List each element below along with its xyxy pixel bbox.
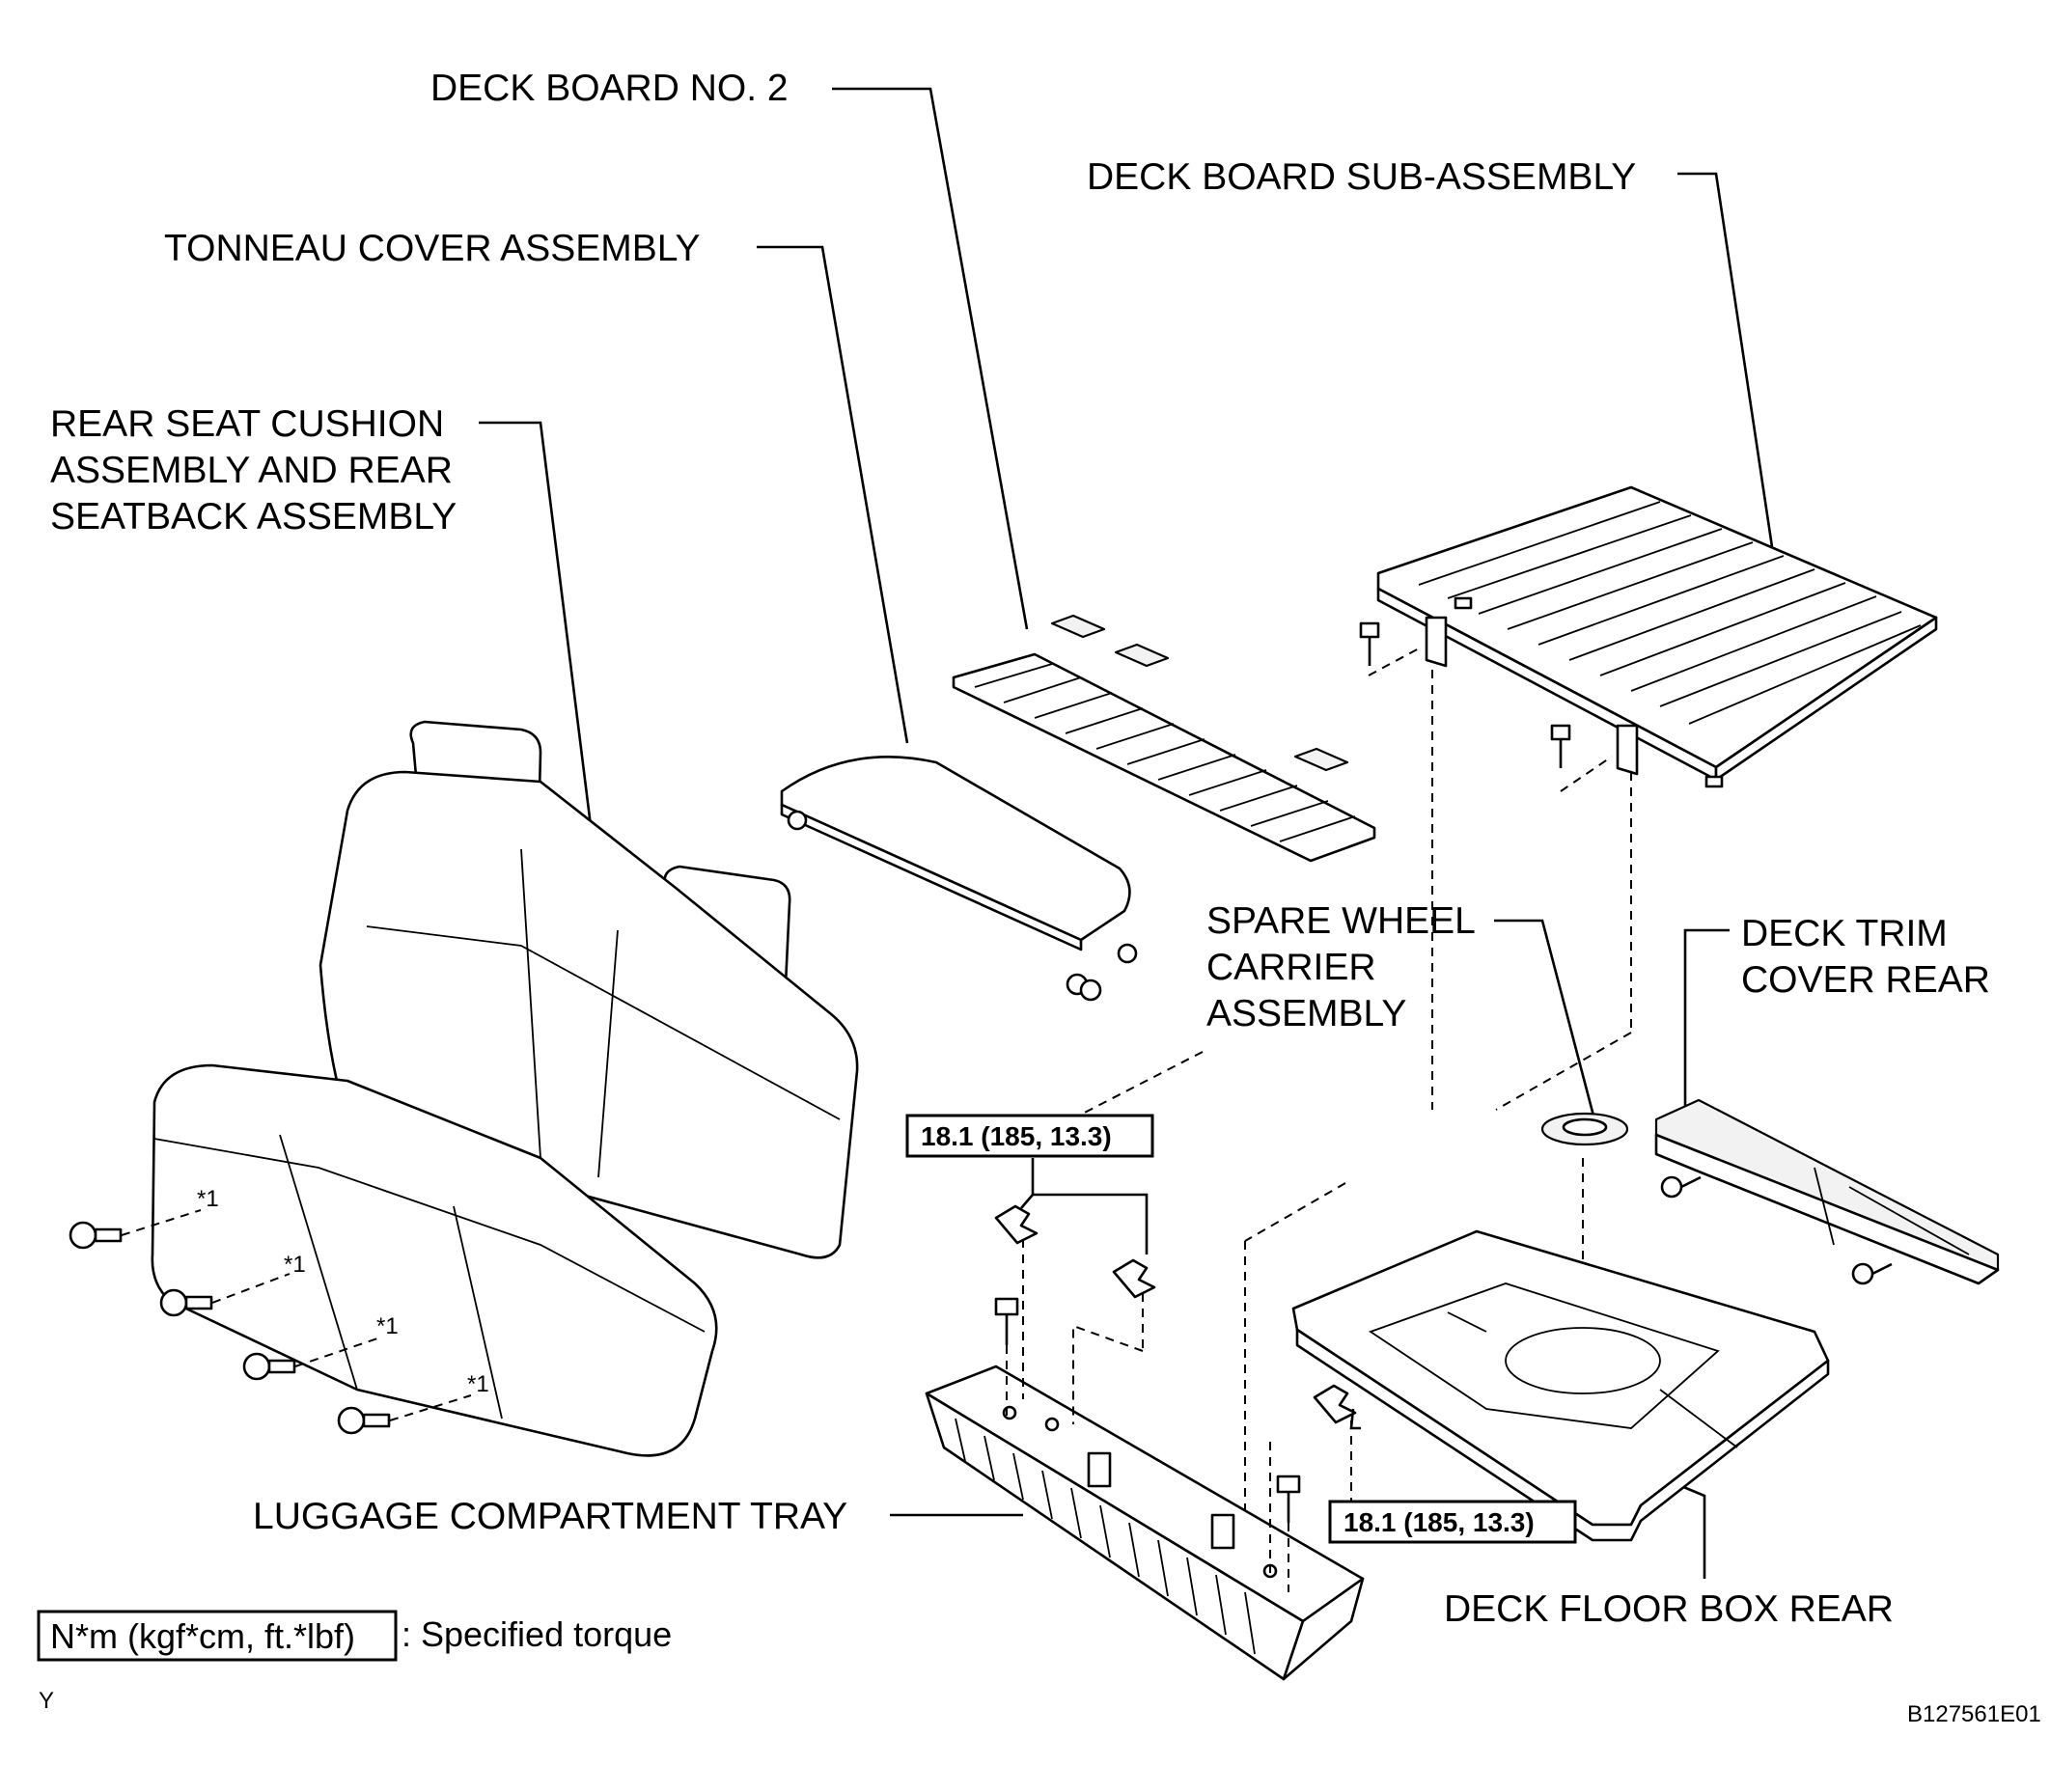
label-spare-wheel-line2: CARRIER — [1206, 947, 1376, 988]
bolt-icon — [1660, 1175, 1702, 1199]
deck-floor-box-rear — [1291, 1229, 1830, 1542]
deck-trim-cover-rear — [1654, 1098, 2000, 1285]
clip-mark: *1 — [376, 1313, 399, 1339]
seat-bolts — [69, 1209, 472, 1435]
label-spare-wheel-line3: ASSEMBLY — [1206, 993, 1406, 1034]
label-spare-wheel-line1: SPARE WHEEL — [1206, 900, 1476, 942]
torque-legend: N*m (kgf*cm, ft.*lbf) : Specified torque — [37, 1610, 672, 1662]
deck-board-sub-assembly — [1376, 485, 1938, 788]
bolt-icon — [242, 1337, 381, 1381]
label-rear-seat-line1: REAR SEAT CUSHION — [50, 403, 444, 445]
legend-unit: N*m (kgf*cm, ft.*lbf) — [50, 1616, 355, 1656]
label-luggage-compartment-tray: LUGGAGE COMPARTMENT TRAY — [253, 1496, 847, 1537]
deck-board-no2 — [952, 614, 1376, 863]
torque-spec-left: 18.1 (185, 13.3) — [905, 1114, 1154, 1158]
torque-leader — [1020, 1194, 1034, 1209]
figure-id: B127561E01 — [1907, 1701, 2041, 1727]
nut-icon — [994, 1204, 1039, 1399]
torque-leader — [1031, 1158, 1149, 1254]
label-rear-seat-line3: SEATBACK ASSEMBLY — [50, 496, 457, 538]
tonneau-cover-assembly — [780, 755, 1138, 1002]
label-deck-board-sub-assembly: DECK BOARD SUB-ASSEMBLY — [1087, 156, 1636, 198]
bolt-icon — [159, 1273, 291, 1317]
label-deck-floor-box-rear: DECK FLOOR BOX REAR — [1444, 1588, 1894, 1630]
bolt-icon — [69, 1209, 202, 1250]
nut-icon — [1313, 1384, 1357, 1544]
bolt-icon — [1359, 621, 1380, 666]
label-deck-board-no2: DECK BOARD NO. 2 — [430, 68, 789, 109]
label-tonneau-cover: TONNEAU COVER ASSEMBLY — [164, 228, 701, 269]
footer-code: Y — [39, 1688, 54, 1714]
torque-spec-right: 18.1 (185, 13.3) — [1328, 1500, 1577, 1544]
label-deck-trim-line2: COVER REAR — [1741, 959, 1990, 1001]
clip-mark: *1 — [467, 1371, 489, 1397]
nut-icon — [1072, 1258, 1156, 1424]
label-deck-trim-line1: DECK TRIM — [1741, 913, 1948, 954]
torque-value: 18.1 (185, 13.3) — [921, 1121, 1112, 1151]
luggage-compartment-tray — [925, 1365, 1365, 1681]
clip-mark: *1 — [197, 1186, 219, 1212]
bolt-icon — [994, 1297, 1019, 1419]
torque-value: 18.1 (185, 13.3) — [1344, 1507, 1535, 1537]
bolt-icon — [1276, 1475, 1301, 1592]
leader-lines — [479, 87, 1776, 1579]
clip-marks: *1 *1 *1 *1 — [197, 1186, 489, 1397]
bolt-icon — [1550, 724, 1571, 768]
label-rear-seat-line2: ASSEMBLY AND REAR — [50, 450, 453, 491]
clip-mark: *1 — [284, 1252, 306, 1278]
rear-seat-assembly: *1 *1 *1 *1 — [151, 720, 859, 1457]
bolt-icon — [337, 1394, 472, 1435]
legend-description: : Specified torque — [402, 1614, 672, 1654]
bolt-icon — [1851, 1262, 1893, 1285]
spare-wheel-carrier — [1540, 1112, 1629, 1146]
